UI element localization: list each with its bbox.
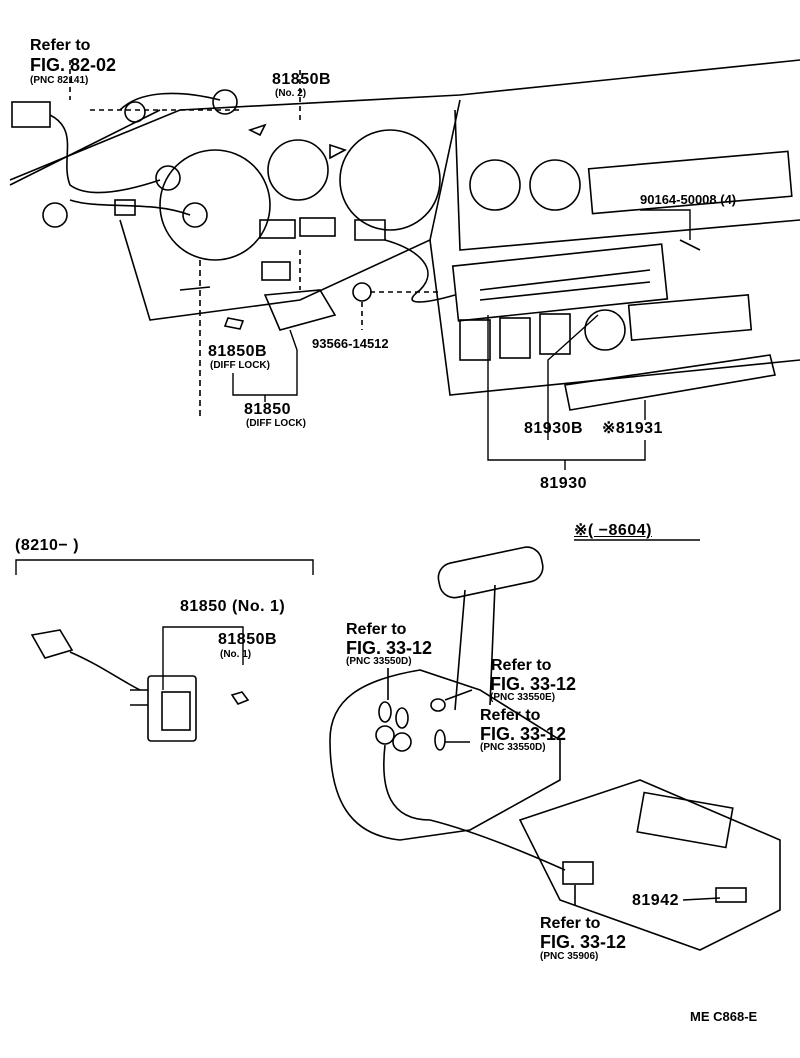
refer-35906-line1: Refer to: [540, 915, 601, 932]
part-81850b-no2-note: (No. 2): [275, 88, 307, 99]
diagram-code: ME C868-E: [690, 1009, 758, 1024]
refer-33550e-line1: Refer to: [491, 657, 552, 674]
part-81942: 81942: [632, 892, 679, 909]
part-81931: ※81931: [602, 420, 663, 437]
refer-33550d-a-line1: Refer to: [346, 621, 407, 638]
refer-33550d-b-line2: FIG. 33-12: [480, 724, 567, 744]
refer-33550e-line2: FIG. 33-12: [490, 674, 577, 694]
part-81850b-no1: 81850B: [218, 631, 278, 648]
range-from-8210: (8210− ): [15, 537, 80, 554]
refer-33550e-pnc: (PNC 33550E): [490, 692, 556, 703]
part-93566-14512: 93566-14512: [312, 336, 389, 351]
refer-fig-82-02-line2: FIG. 82-02: [30, 55, 117, 75]
refer-33550d-a-pnc: (PNC 33550D): [346, 656, 412, 667]
instrument-panel-drawing: [9, 59, 800, 420]
part-81850b-diff-lock-note: (DIFF LOCK): [210, 360, 270, 371]
refer-33550d-a-line2: FIG. 33-12: [346, 638, 433, 658]
refer-35906-pnc: (PNC 35906): [540, 951, 599, 962]
part-90164-50008: 90164-50008 (4): [640, 192, 737, 207]
wiring-harness-drawing: [11, 60, 240, 228]
refer-35906-line2: FIG. 33-12: [540, 932, 627, 952]
diff-lock-switch-drawing: [223, 70, 456, 331]
part-81850b-diff-lock: 81850B: [208, 343, 268, 360]
console-shifter-drawing: [329, 546, 781, 951]
refer-fig-82-02-line1: Refer to: [30, 37, 91, 54]
part-81930: 81930: [540, 475, 587, 492]
leader-lines-top: [232, 209, 691, 470]
part-81850b-no2: 81850B: [272, 71, 332, 88]
range-to-8604: ※( −8604): [574, 522, 652, 539]
part-81850-diff-lock: 81850: [244, 401, 291, 418]
refer-33550d-b-line1: Refer to: [480, 707, 541, 724]
switch-no1-drawing: [30, 629, 250, 742]
refer-fig-82-02-pnc: (PNC 82141): [30, 75, 89, 86]
bracket-8210: [15, 539, 700, 690]
part-81850b-no1-note: (No. 1): [220, 649, 252, 660]
part-81850-no1: 81850 (No. 1): [180, 598, 286, 615]
part-81850-diff-lock-note: (DIFF LOCK): [246, 418, 306, 429]
refer-33550d-b-pnc: (PNC 33550D): [480, 742, 546, 753]
part-81930b: 81930B: [524, 420, 584, 437]
